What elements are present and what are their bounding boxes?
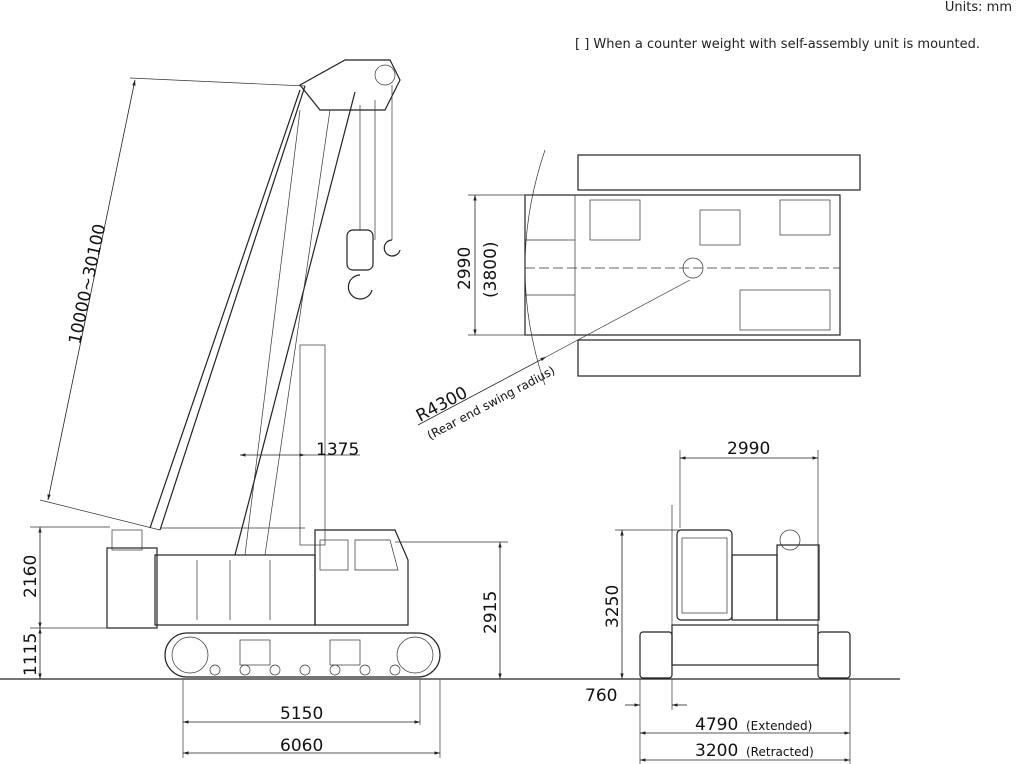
boom-length-label: 10000~30100	[65, 222, 110, 346]
track-retracted-label: 3200	[695, 741, 738, 761]
front-dimensions: 2990 3250 760 4790 (Extended) 3200 (Retr…	[585, 439, 851, 764]
top-view-crane	[524, 149, 861, 386]
front-height-label: 3250	[603, 585, 623, 628]
side-dimensions: 10000~30100 2160 1115 1375 2915 5150 606…	[21, 77, 508, 758]
top-dimensions: 2990 (3800) R4300 (Rear end swing radius…	[413, 194, 691, 443]
front-width-label: 2990	[727, 439, 770, 459]
track-retracted-caption: (Retracted)	[746, 745, 814, 759]
front-view-crane	[639, 505, 851, 679]
top-width-label: 2990	[455, 247, 475, 290]
side-view-crane	[106, 59, 441, 678]
cab-height-label: 2915	[481, 591, 501, 634]
track-length-label: 5150	[280, 704, 323, 724]
overall-length-label: 6060	[280, 736, 323, 756]
boom-foot-offset-label: 1375	[316, 440, 359, 460]
shoe-width-label: 760	[585, 686, 617, 706]
counterweight-note: [ ] When a counter weight with self-asse…	[575, 37, 981, 52]
track-extended-label: 4790	[695, 715, 738, 735]
track-extended-caption: (Extended)	[746, 719, 812, 733]
top-width-bracket-label: (3800)	[481, 241, 501, 298]
units-label: Units: mm	[944, 0, 1012, 15]
counterweight-height-label: 2160	[21, 555, 41, 598]
ground-clearance-label: 1115	[21, 633, 41, 676]
